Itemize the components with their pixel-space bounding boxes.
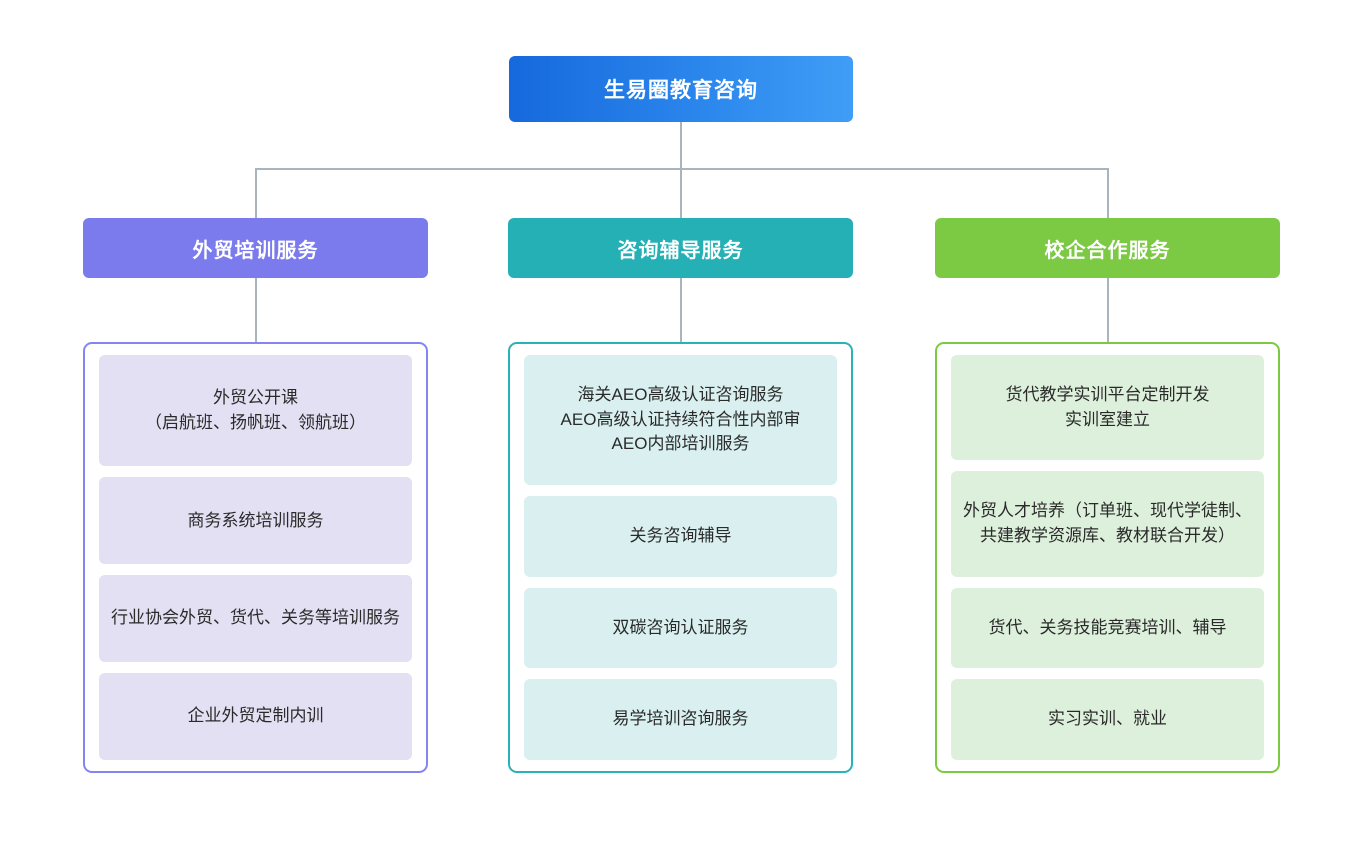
item-label: 商务系统培训服务	[187, 510, 324, 530]
branch-items-container-training: 外贸公开课 （启航班、扬帆班、领航班） 商务系统培训服务 行业协会外贸、货代、关…	[83, 342, 428, 773]
connector-stem-branch-1	[255, 278, 257, 342]
item-card[interactable]: 实习实训、就业	[951, 679, 1264, 761]
item-label: 外贸公开课 （启航班、扬帆班、领航班）	[145, 388, 366, 432]
connector-drop-branch-1	[255, 169, 257, 218]
item-card[interactable]: 商务系统培训服务	[99, 477, 412, 565]
branch-header-label: 校企合作服务	[1044, 239, 1171, 262]
branch-column-consulting: 咨询辅导服务 海关AEO高级认证咨询服务 AEO高级认证持续符合性内部审 AEO…	[508, 218, 853, 773]
item-card[interactable]: 双碳咨询认证服务	[524, 587, 837, 669]
connector-horizontal-bus	[255, 168, 1109, 170]
item-label: 货代、关务技能竞赛培训、辅导	[988, 617, 1227, 637]
item-label: 企业外贸定制内训	[187, 706, 324, 726]
branch-items-container-cooperation: 货代教学实训平台定制开发 实训室建立 外贸人才培养（订单班、现代学徒制、共建教学…	[935, 342, 1280, 773]
branch-header-consulting[interactable]: 咨询辅导服务	[508, 218, 853, 278]
item-label: 货代教学实训平台定制开发 实训室建立	[1005, 385, 1210, 429]
item-label: 双碳咨询认证服务	[612, 617, 749, 637]
connector-root-trunk	[680, 122, 682, 169]
item-card[interactable]: 关务咨询辅导	[524, 495, 837, 577]
branch-header-training[interactable]: 外贸培训服务	[83, 218, 428, 278]
root-node-label: 生易圈教育咨询	[604, 79, 758, 102]
connector-stem-branch-2	[680, 278, 682, 342]
item-card[interactable]: 企业外贸定制内训	[99, 673, 412, 761]
item-card[interactable]: 外贸人才培养（订单班、现代学徒制、共建教学资源库、教材联合开发）	[951, 471, 1264, 577]
branch-header-label: 外贸培训服务	[192, 239, 319, 262]
item-card[interactable]: 外贸公开课 （启航班、扬帆班、领航班）	[99, 355, 412, 467]
branch-column-training: 外贸培训服务 外贸公开课 （启航班、扬帆班、领航班） 商务系统培训服务 行业协会…	[83, 218, 428, 773]
item-label: 行业协会外贸、货代、关务等培训服务	[111, 608, 400, 628]
branch-header-label: 咨询辅导服务	[617, 239, 744, 262]
connector-drop-branch-2	[680, 169, 682, 218]
item-label: 海关AEO高级认证咨询服务 AEO高级认证持续符合性内部审 AEO内部培训服务	[560, 385, 801, 454]
branch-items-container-consulting: 海关AEO高级认证咨询服务 AEO高级认证持续符合性内部审 AEO内部培训服务 …	[508, 342, 853, 773]
connector-stem-branch-3	[1107, 278, 1109, 342]
item-card[interactable]: 易学培训咨询服务	[524, 679, 837, 761]
item-label: 实习实训、就业	[1048, 709, 1167, 729]
item-label: 易学培训咨询服务	[612, 709, 749, 729]
root-node[interactable]: 生易圈教育咨询	[509, 56, 853, 122]
branch-header-cooperation[interactable]: 校企合作服务	[935, 218, 1280, 278]
item-card[interactable]: 海关AEO高级认证咨询服务 AEO高级认证持续符合性内部审 AEO内部培训服务	[524, 355, 837, 485]
item-card[interactable]: 行业协会外贸、货代、关务等培训服务	[99, 575, 412, 663]
item-card[interactable]: 货代、关务技能竞赛培训、辅导	[951, 587, 1264, 669]
branch-column-cooperation: 校企合作服务 货代教学实训平台定制开发 实训室建立 外贸人才培养（订单班、现代学…	[935, 218, 1280, 773]
connector-drop-branch-3	[1107, 169, 1109, 218]
item-label: 关务咨询辅导	[629, 525, 732, 545]
item-label: 外贸人才培养（订单班、现代学徒制、共建教学资源库、教材联合开发）	[963, 501, 1252, 545]
item-card[interactable]: 货代教学实训平台定制开发 实训室建立	[951, 355, 1264, 461]
